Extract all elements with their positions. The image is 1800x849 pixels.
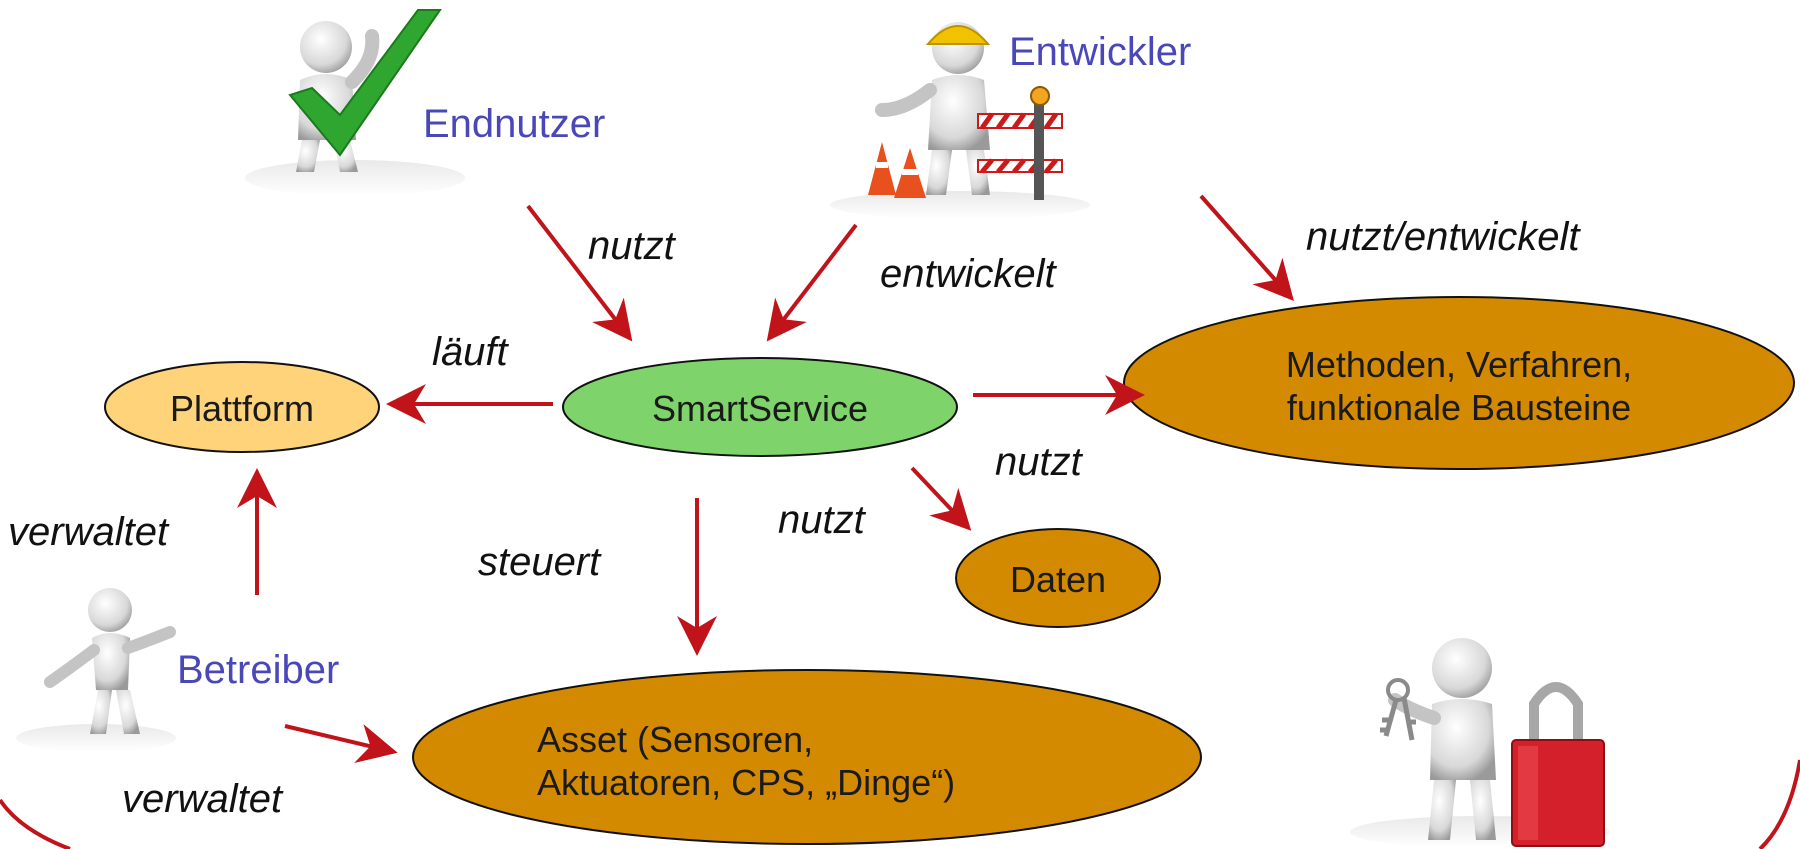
edge-label-verwaltet-asset: verwaltet [122, 777, 283, 821]
edge-label-steuert: steuert [478, 540, 601, 584]
edge-label-nutzt-entwickelt: nutzt/entwickelt [1306, 215, 1580, 259]
edge-label-laeuft: läuft [432, 330, 508, 374]
person-checkmark-icon [245, 9, 465, 196]
presenting-person-icon [16, 588, 176, 752]
daten-text: Daten [1009, 559, 1107, 600]
methoden-line1: Methoden, Verfahren, [1285, 344, 1633, 385]
role-entwickler: Entwickler [1009, 30, 1192, 74]
arrow-betreiber-asset [284, 724, 398, 763]
boundary-left-arc [0, 798, 71, 849]
node-label-asset: Asset (Sensoren, Aktuatoren, CPS, „Dinge… [537, 718, 1077, 804]
methoden-line2: funktionale Bausteine [1286, 387, 1632, 429]
arrow-entwickler-methoden [1199, 194, 1294, 301]
person-lock-keys-icon [1350, 638, 1610, 848]
node-label-methoden: Methoden, Verfahren, funktionale Baustei… [1254, 343, 1664, 429]
node-label-daten: Daten [988, 558, 1128, 601]
node-asset [412, 669, 1202, 845]
arrow-smartservice-daten [910, 466, 972, 531]
edge-label-nutzt-methoden: nutzt [995, 440, 1082, 484]
edge-label-endnutzer-nutzt: nutzt [588, 224, 675, 268]
plattform-text: Plattform [169, 388, 315, 429]
node-plattform [104, 361, 380, 453]
arrow-endnutzer-nutzt [526, 204, 633, 342]
construction-worker-icon [830, 22, 1090, 219]
edge-label-verwaltet-plattform: verwaltet [8, 510, 169, 554]
asset-line2: Aktuatoren, CPS, „Dinge“) [537, 762, 956, 804]
edge-label-nutzt-daten: nutzt [778, 498, 865, 542]
boundary-right-arc [1758, 759, 1800, 849]
edge-label-entwickelt: entwickelt [880, 252, 1056, 296]
node-label-smartservice: SmartService [610, 387, 910, 430]
asset-line1: Asset (Sensoren, [537, 719, 814, 760]
node-label-plattform: Plattform [137, 387, 347, 430]
arrow-entwickler-entwickelt [766, 223, 858, 342]
role-betreiber: Betreiber [177, 648, 340, 692]
smartservice-text: SmartService [651, 388, 869, 429]
node-daten [955, 528, 1161, 628]
role-endnutzer: Endnutzer [423, 102, 606, 146]
node-smartservice [562, 357, 958, 457]
